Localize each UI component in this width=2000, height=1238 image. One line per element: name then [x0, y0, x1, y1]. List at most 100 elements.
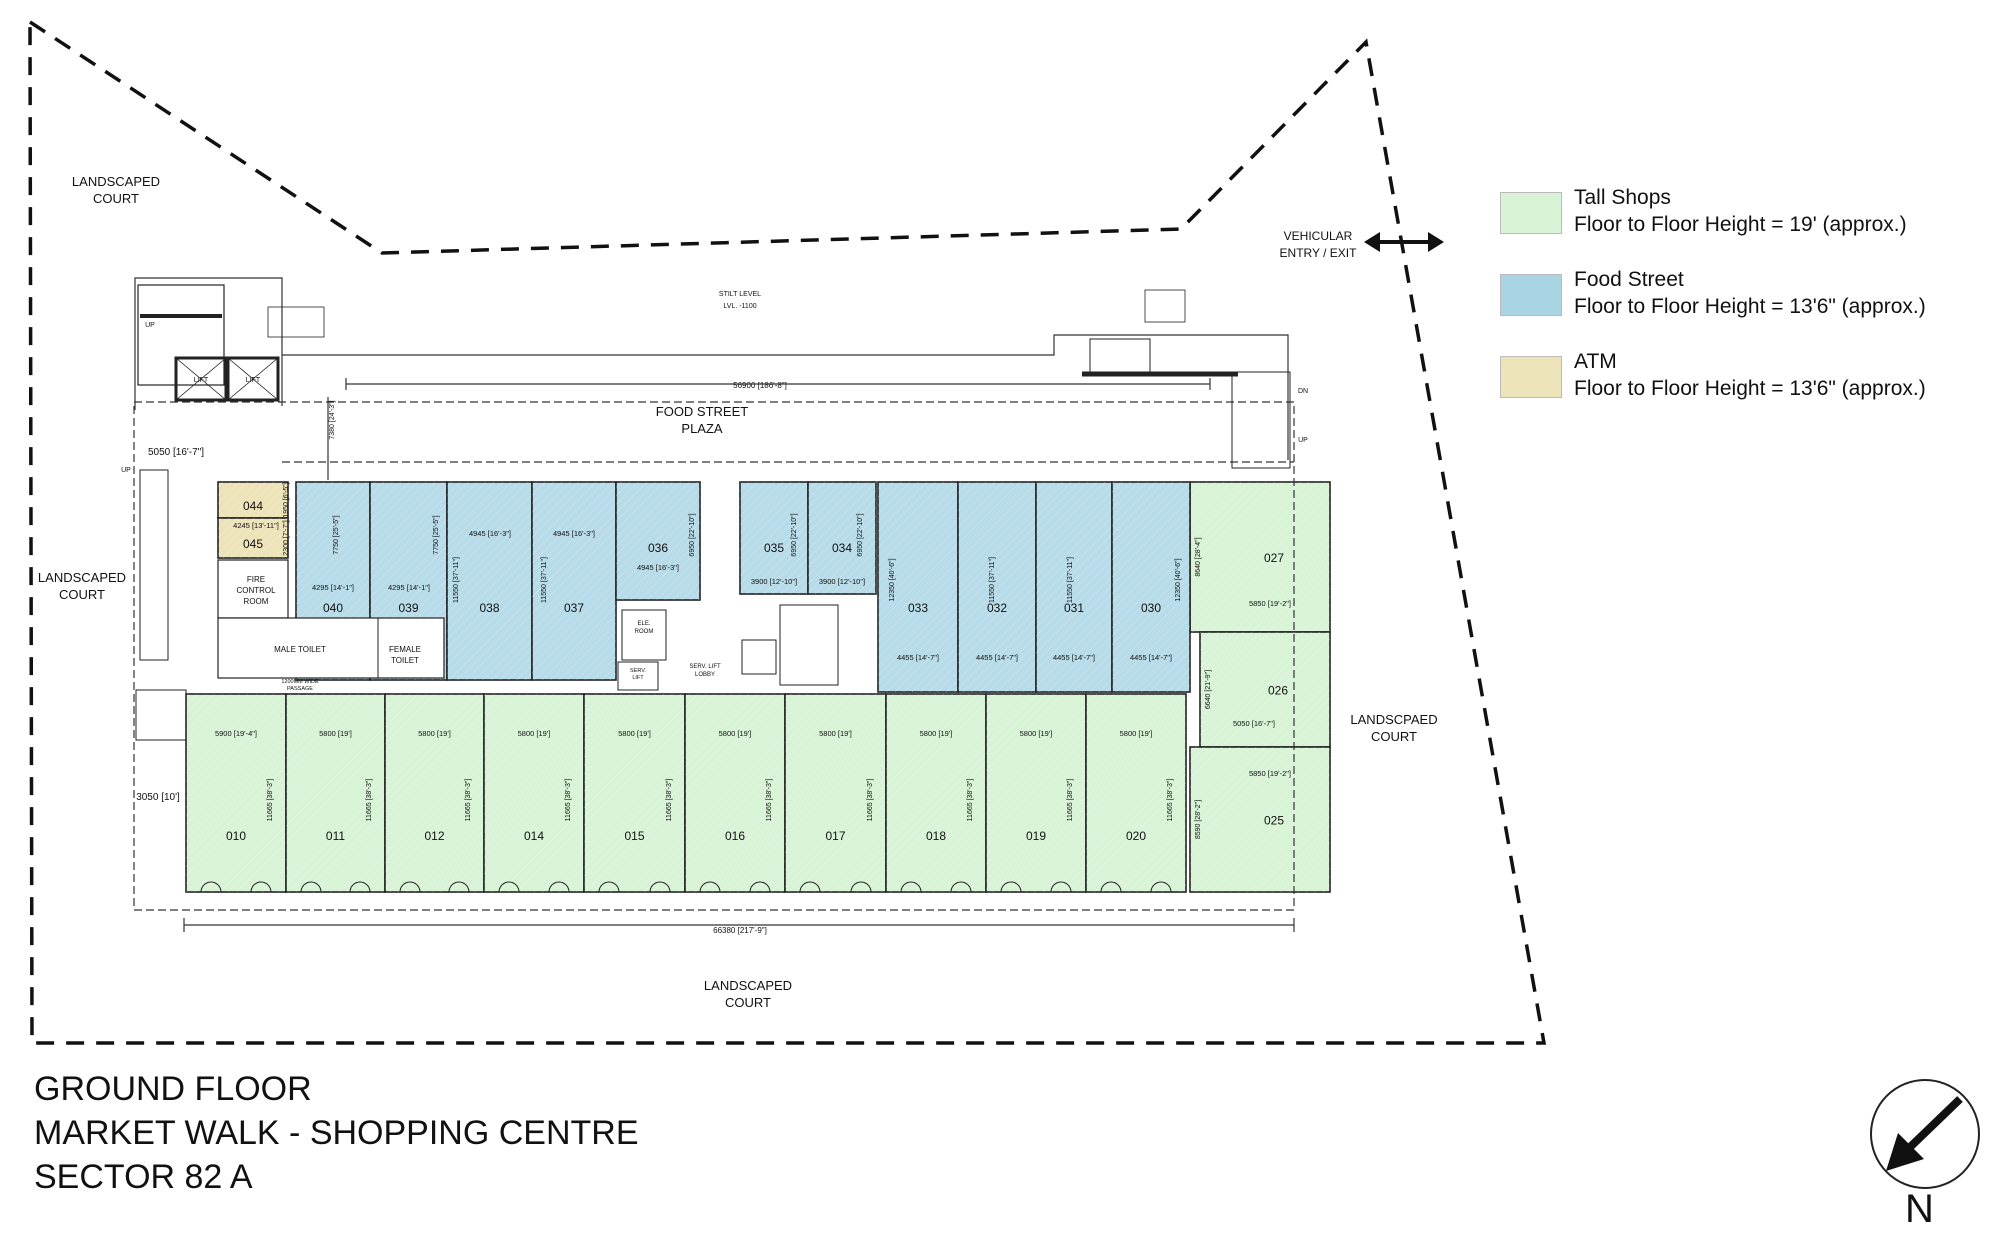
door-icon [649, 881, 671, 893]
unit-label: 011 [326, 829, 345, 843]
unit-label: 045 [243, 537, 263, 551]
unit-label: 036 [648, 541, 668, 555]
dimension-label: 6950 [22'-10"] [857, 513, 864, 556]
dimension-label: 11665 [38'-3"] [1067, 779, 1074, 822]
room-label: 1200MM WIDE [281, 679, 319, 685]
room-label: FEMALE [389, 645, 421, 654]
dimension-label: 56900 [186'-8"] [733, 381, 787, 390]
dimension-label: 3900 [12'-10"] [751, 577, 797, 586]
unit-label: 032 [987, 601, 1007, 615]
dimension-label: 11550 [37'-11"] [1067, 557, 1074, 603]
door-icon [950, 881, 972, 893]
dimension-label: 3900 [12'-10"] [819, 577, 865, 586]
stair-core-nw [137, 284, 325, 402]
unit-label: 019 [1026, 829, 1046, 843]
food-street-unit-hatch [447, 482, 532, 680]
door-icon [548, 881, 570, 893]
dimension-label: 1950 [6'-5"] [283, 482, 290, 517]
dimension-label: 12350 [40'-6"] [889, 558, 896, 601]
dimension-label: 6950 [22'-10"] [791, 513, 798, 556]
unit-label: 010 [226, 829, 246, 843]
dimension-label: 11665 [38'-3"] [267, 779, 274, 822]
dimension-label: 6640 [21'-9"] [1205, 670, 1212, 709]
legend-title: Food Street [1574, 268, 1684, 291]
unit-label: 015 [624, 829, 644, 843]
door-icon [498, 881, 520, 893]
door-icon [349, 881, 371, 893]
area-label: LANDSCPAED [1350, 712, 1437, 727]
food-street-unit-hatch [532, 482, 616, 680]
door-icon [200, 881, 222, 893]
dimension-label: 12350 [40'-6"] [1175, 558, 1182, 601]
dimension-label: 5800 [19'] [1120, 729, 1153, 738]
area-label: LVL. -1100 [723, 303, 756, 310]
unit-label: 033 [908, 601, 928, 615]
door-icon [749, 881, 771, 893]
room-label: MALE TOILET [274, 645, 326, 654]
food-street-unit-hatch [740, 482, 808, 594]
dimension-label: 4945 [16'-3"] [469, 529, 511, 538]
unit-label: 020 [1126, 829, 1146, 843]
dimension-label: 4455 [14'-7"] [1053, 653, 1095, 662]
unit-label: 014 [524, 829, 544, 843]
dimension-label: 8590 [28'-2"] [1195, 800, 1202, 839]
atm-unit-hatch [218, 518, 288, 558]
toilet-block [217, 617, 445, 679]
door-icon [799, 881, 821, 893]
dimension-label: 11665 [38'-3"] [666, 779, 673, 822]
serv-lift [617, 661, 659, 691]
food-street-unit-hatch [878, 482, 958, 692]
area-label: VEHICULAR [1284, 229, 1353, 243]
tall-shop-unit-hatch [986, 694, 1086, 892]
dimension-label: 7380 [24'-3"] [329, 400, 336, 439]
door-icon [900, 881, 922, 893]
area-label: COURT [1371, 729, 1417, 744]
dimension-label: 8640 [28'-4"] [1195, 537, 1202, 576]
area-label: LANDSCAPED [704, 978, 792, 993]
unit-label: 030 [1141, 601, 1161, 615]
area-label: LANDSCAPED [38, 570, 126, 585]
west-stair [135, 469, 187, 741]
food-street-unit-hatch [1036, 482, 1112, 692]
unit-label: 044 [243, 499, 263, 513]
area-label: STILT LEVEL [719, 291, 761, 298]
dimension-label: 5800 [19'] [920, 729, 953, 738]
door-icon [850, 881, 872, 893]
lift-label: LIFT [246, 377, 261, 384]
legend-swatch-atm [1500, 356, 1562, 398]
title-line: MARKET WALK - SHOPPING CENTRE [34, 1114, 639, 1152]
unit-label: 039 [398, 601, 418, 615]
door-icon [399, 881, 421, 893]
food-street-unit-hatch [616, 482, 700, 600]
dimension-label: 4295 [14'-1"] [388, 583, 430, 592]
door-icon [1100, 881, 1122, 893]
tall-shop-unit-hatch [385, 694, 484, 892]
dimension-label: 5800 [19'] [1020, 729, 1053, 738]
dimension-label: 11665 [38'-3"] [766, 779, 773, 822]
tall-shop-unit-hatch [1086, 694, 1186, 892]
stair-core-ne [1082, 289, 1291, 469]
dimension-label: 4455 [14'-7"] [897, 653, 939, 662]
unit-label: 034 [832, 541, 852, 555]
dn-label: DN [1298, 388, 1308, 395]
tall-shop-unit-hatch [1190, 482, 1330, 632]
unit-label: 035 [764, 541, 784, 555]
ele-room [621, 609, 667, 661]
dimension-label: 11665 [38'-3"] [967, 779, 974, 822]
dimension-label: 4245 [13'-11"] [233, 521, 279, 530]
dimension-label: 5800 [19'] [418, 729, 451, 738]
dimension-label: 4455 [14'-7"] [976, 653, 1018, 662]
up-label: UP [121, 467, 131, 474]
dimension-label: 11665 [38'-3"] [465, 779, 472, 822]
dimension-label: 4455 [14'-7"] [1130, 653, 1172, 662]
dimension-label: 66380 [217'-9"] [713, 926, 767, 935]
up-label: UP [1298, 437, 1308, 444]
door-icon [1050, 881, 1072, 893]
room-label: FIRE [247, 575, 265, 584]
dimension-label: 4295 [14'-1"] [312, 583, 354, 592]
north-label: N [1905, 1187, 1934, 1231]
legend-title: Tall Shops [1574, 186, 1671, 209]
food-street-unit-hatch [958, 482, 1036, 692]
